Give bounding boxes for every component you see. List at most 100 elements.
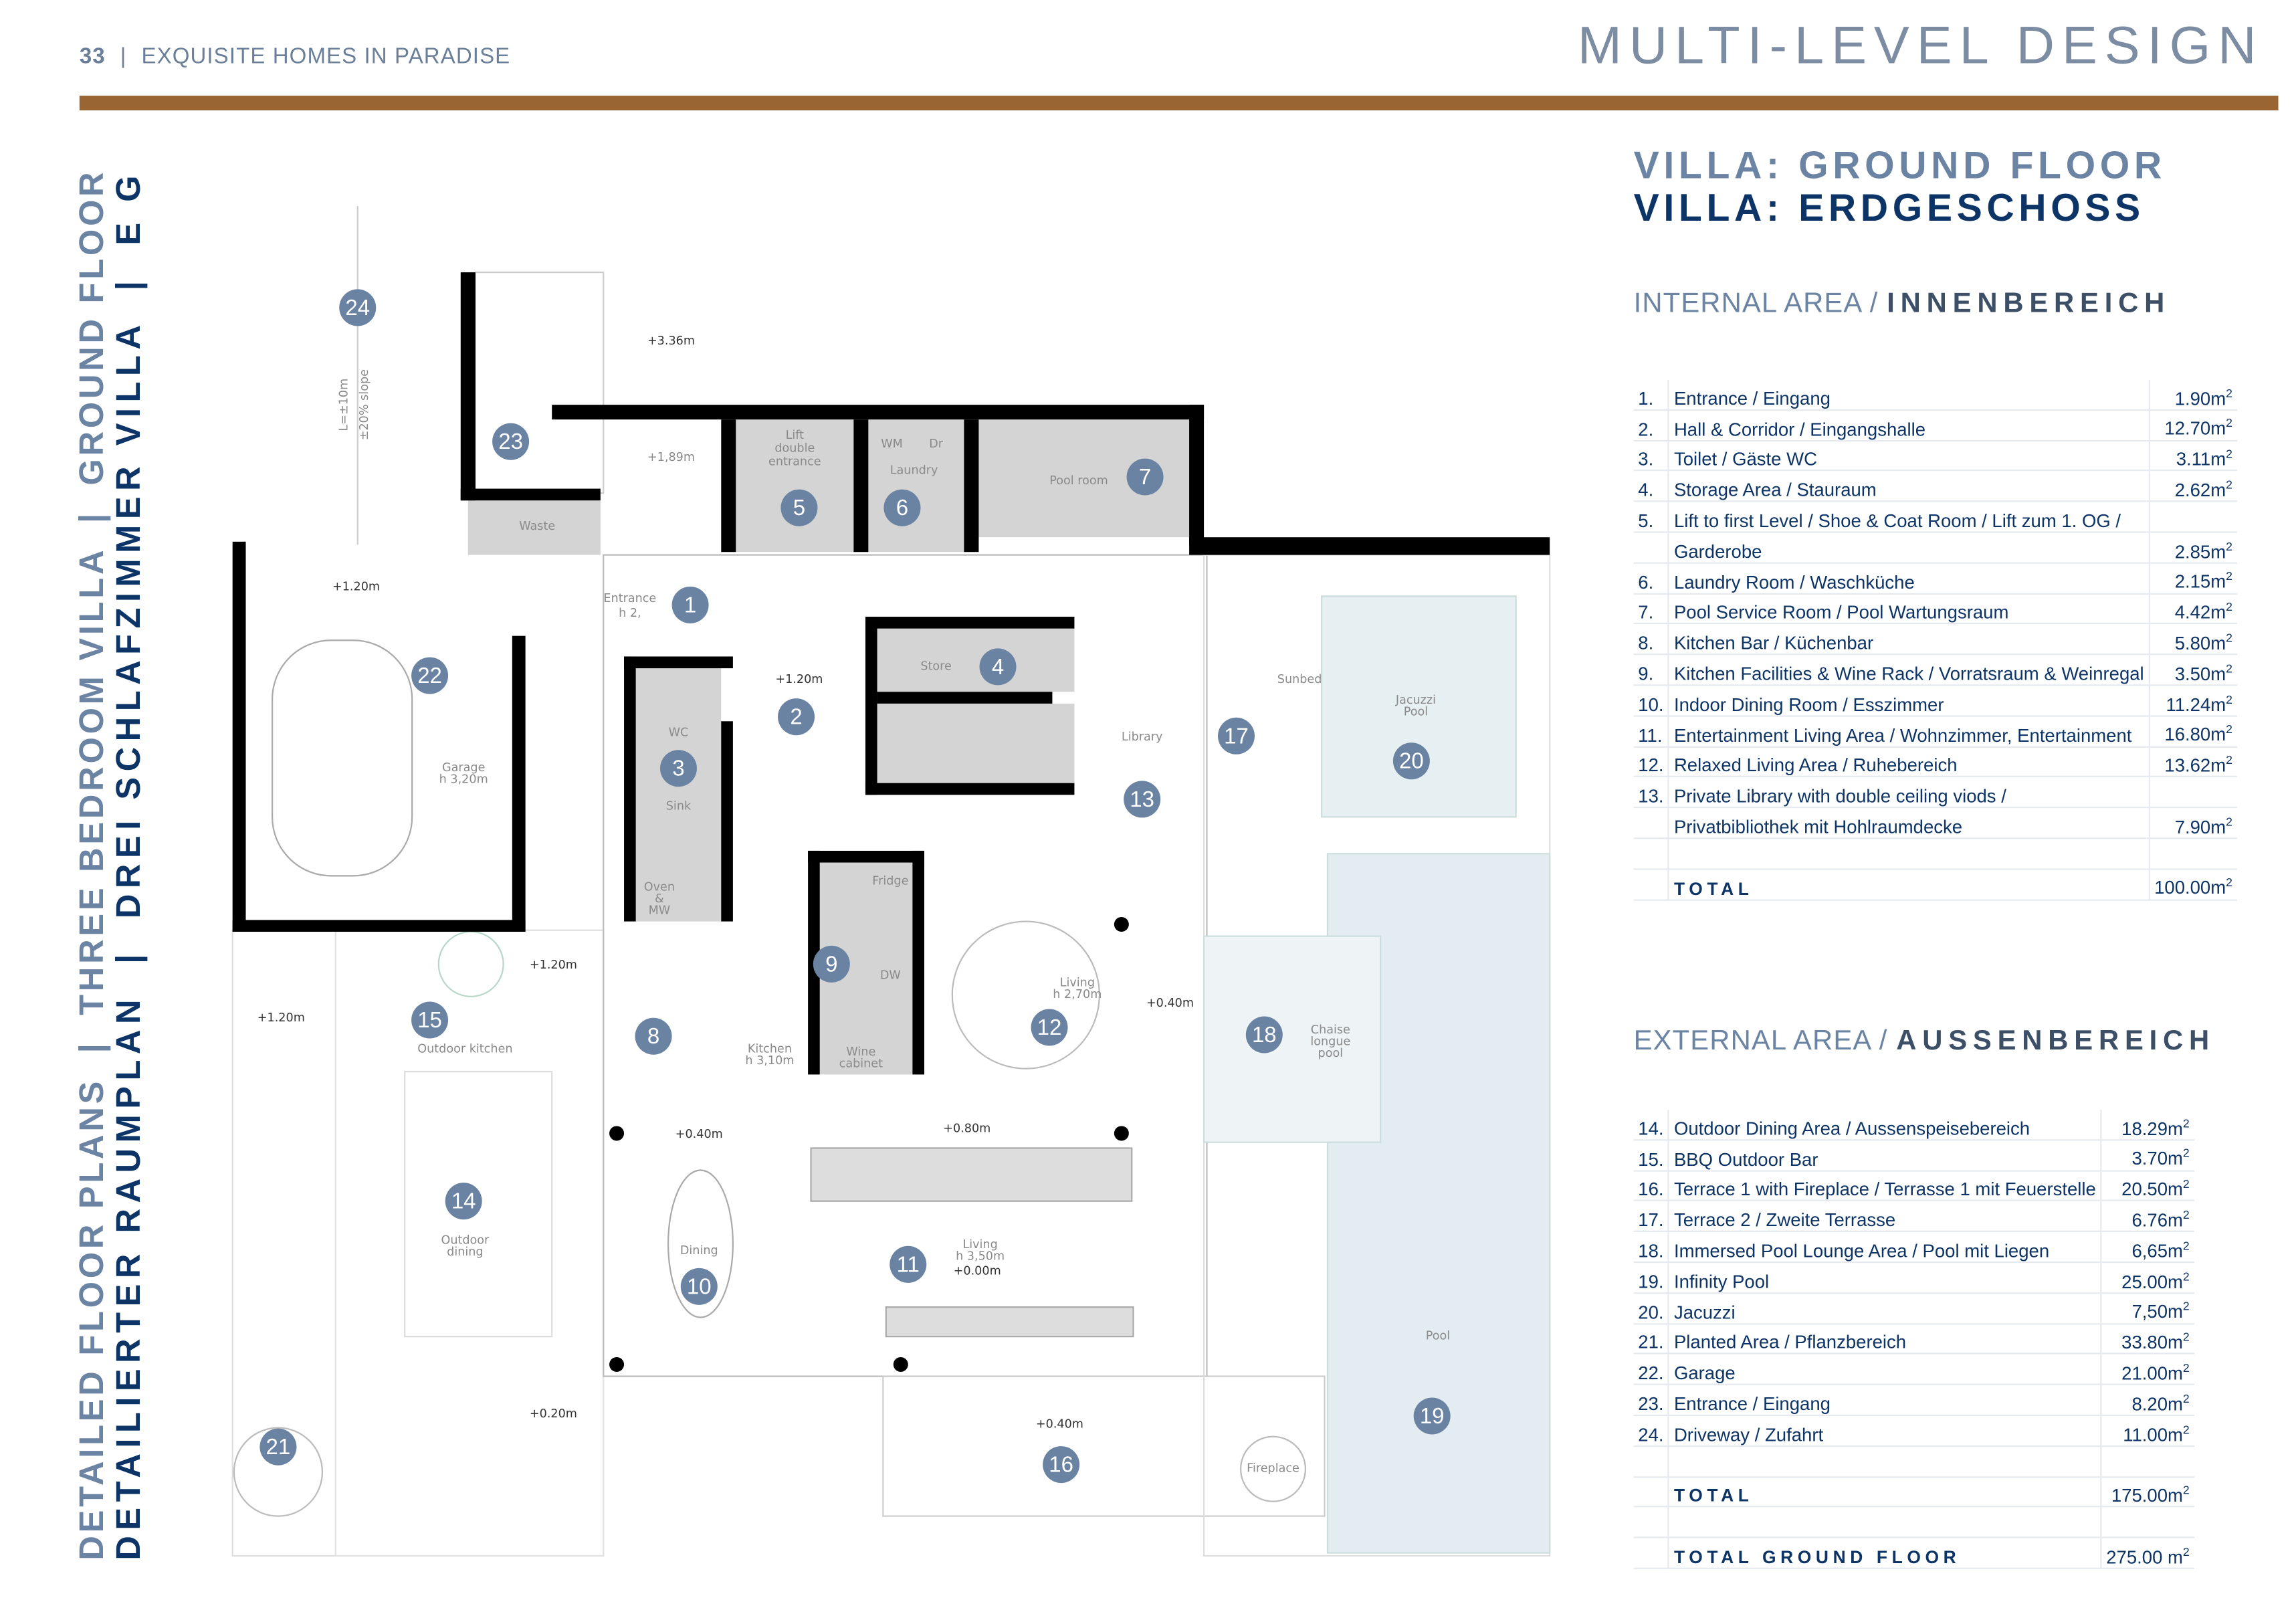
publication-name: EXQUISITE HOMES IN PARADISE [141, 44, 511, 70]
badge-circle [1217, 717, 1255, 754]
room-badge-23: 23 [492, 423, 530, 460]
unit-superscript: 2 [2182, 1300, 2190, 1314]
row-label: Immersed Pool Lounge Area / Pool mit Lie… [1669, 1231, 2101, 1264]
badge-circle [1124, 781, 1161, 818]
row-label: Hall & Corridor / Eingangshalle [1669, 409, 2150, 441]
area-row [1633, 1445, 2194, 1478]
row-area: 18.29m2 [2100, 1110, 2194, 1141]
area-row: 16.Terrace 1 with Fireplace / Terrasse 1… [1633, 1170, 2194, 1202]
row-area: 7,50m2 [2100, 1292, 2194, 1324]
row-number: 11. [1633, 716, 1670, 747]
row-label: Kitchen Facilities & Wine Rack / Vorrats… [1669, 654, 2150, 686]
room-badge-19: 19 [1413, 1397, 1451, 1435]
plan-label: Sunbed [1277, 673, 1322, 686]
area-value: 175.00m [2111, 1486, 2183, 1507]
room-badge-21: 21 [259, 1428, 297, 1466]
plan-label: Living [962, 1238, 997, 1251]
page-header: 33|EXQUISITE HOMES IN PARADISE [80, 44, 511, 69]
area-row: 11.Entertainment Living Area / Wohnzimme… [1633, 716, 2237, 747]
laundry-room [868, 419, 964, 552]
row-number: 14. [1633, 1110, 1670, 1141]
badge-circle [635, 1017, 672, 1055]
badge-number: 7 [1139, 464, 1151, 489]
badge-number: 12 [1037, 1015, 1062, 1039]
row-label: Terrace 1 with Fireplace / Terrasse 1 mi… [1669, 1170, 2101, 1202]
section-title: MULTI-LEVEL DESIGN [1577, 15, 2264, 76]
area-row: 13.Private Library with double ceiling v… [1633, 777, 2237, 809]
badge-number: 18 [1252, 1022, 1277, 1047]
room-badge-16: 16 [1043, 1446, 1080, 1484]
area-value: 5.80m [2174, 633, 2226, 654]
area-value: 18.29m [2121, 1118, 2183, 1139]
plan-label: Chaise [1311, 1023, 1350, 1037]
row-number [1633, 838, 1670, 870]
plan-label: h 2,70m [1053, 988, 1102, 1001]
plan-label: Pool room [1049, 474, 1108, 488]
waste-area [467, 500, 601, 555]
room-badge-22: 22 [411, 657, 449, 694]
row-area: 2.15m2 [2148, 563, 2237, 595]
row-area: 16.80m2 [2148, 716, 2237, 747]
plan-label: & [655, 892, 664, 906]
row-area [2148, 838, 2237, 870]
badge-number: 20 [1399, 748, 1424, 773]
row-area: 3.50m2 [2148, 654, 2237, 686]
row-area: 33.80m2 [2100, 1323, 2194, 1355]
area-value: 7.90m [2174, 817, 2226, 838]
row-number [1633, 1507, 1670, 1538]
plan-label: ±20% slope [358, 369, 371, 440]
room-badge-2: 2 [778, 698, 815, 736]
external-heading-en: EXTERNAL AREA / [1633, 1025, 1888, 1058]
plan-label: Waste [519, 520, 555, 533]
unit-superscript: 2 [2182, 1147, 2190, 1161]
car-outline [272, 639, 413, 877]
row-area: 100.00m2 [2148, 868, 2237, 900]
unit-superscript: 2 [2182, 1361, 2190, 1375]
room-badge-8: 8 [635, 1017, 672, 1055]
row-label: Entertainment Living Area / Wohnzimmer, … [1669, 716, 2150, 747]
area-row [1633, 838, 2237, 870]
row-number [1633, 868, 1670, 900]
room-badge-1: 1 [671, 586, 709, 623]
row-number: 13. [1633, 777, 1670, 809]
plan-label: pool [1318, 1047, 1344, 1060]
plan-label: +0.20m [530, 1407, 577, 1421]
plan-label: +0.40m [1036, 1418, 1083, 1431]
plan-label: +1.20m [775, 673, 823, 686]
infinity-pool [1326, 853, 1551, 1554]
plan-label: +3.36m [647, 334, 695, 348]
row-area: 2.85m2 [2148, 532, 2237, 564]
badge-circle [979, 648, 1017, 686]
terrace-1 [882, 1375, 1326, 1517]
unit-superscript: 2 [2182, 1116, 2190, 1130]
row-area: 2.62m2 [2148, 470, 2237, 502]
dining-table [667, 1169, 734, 1318]
badge-circle [411, 657, 449, 694]
store-room [877, 628, 1075, 692]
badge-circle [259, 1428, 297, 1466]
page-number: 33 [79, 44, 106, 70]
badge-number: 13 [1130, 787, 1154, 811]
row-label: Privatbibliothek mit Hohlraumdecke [1669, 807, 2150, 839]
badge-circle [1031, 1009, 1068, 1046]
plan-label: Kitchen [748, 1042, 792, 1055]
badge-number: 10 [687, 1274, 712, 1298]
unit-superscript: 2 [2226, 601, 2232, 615]
row-number: 9. [1633, 654, 1670, 686]
row-area: 6,65m2 [2100, 1231, 2194, 1264]
row-number: 4. [1633, 470, 1670, 502]
room-badge-15: 15 [411, 1001, 449, 1039]
badge-number: 3 [672, 756, 684, 781]
row-number: 22. [1633, 1354, 1670, 1386]
row-number: 6. [1633, 563, 1670, 595]
